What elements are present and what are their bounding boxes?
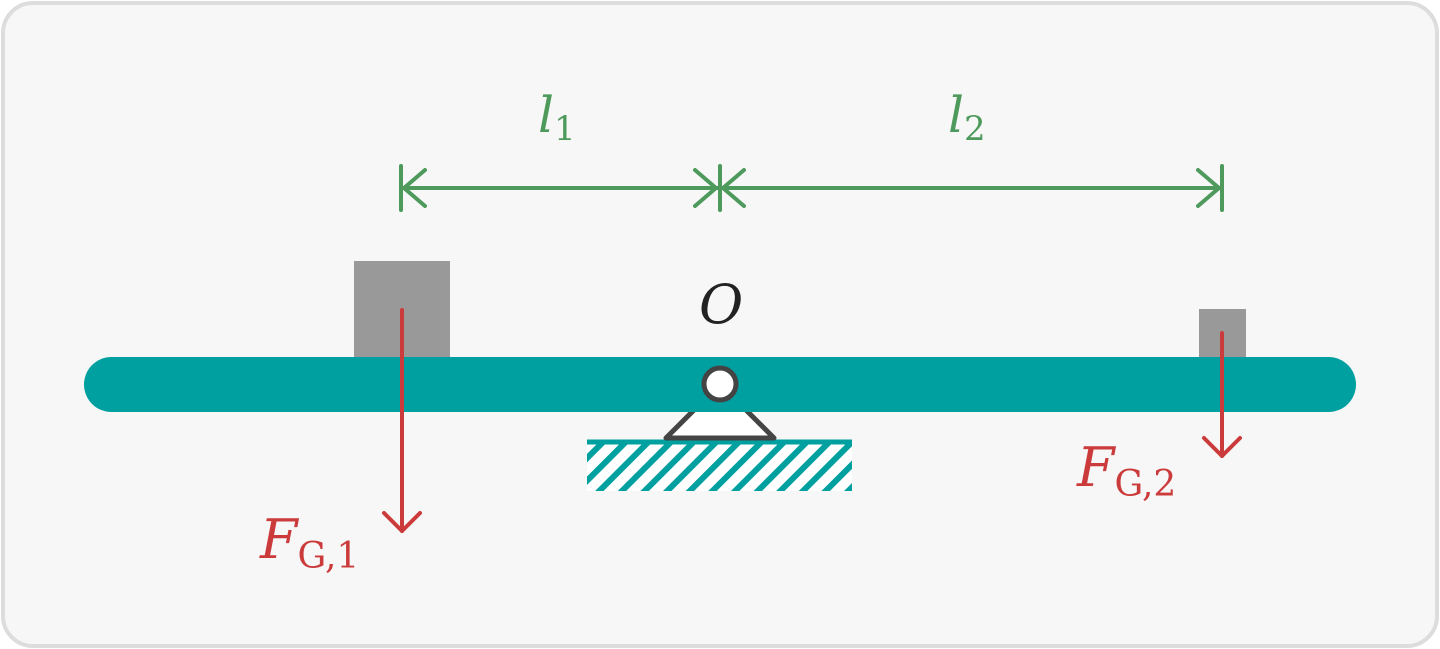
label-l2: l2 (948, 86, 986, 149)
force-label-2-main: F (1076, 436, 1117, 499)
force-label-1: FG,1 (259, 508, 359, 577)
label-l2-sub: 2 (964, 109, 986, 149)
force-label-1-sub: G,1 (297, 536, 359, 577)
ground-support (587, 439, 852, 491)
force-label-2-sub: G,2 (1114, 464, 1176, 505)
dimension-l1 (399, 164, 721, 212)
force-label-2: FG,2 (1076, 436, 1176, 505)
label-l1-sub: 1 (554, 109, 576, 149)
force-arrow-1 (382, 308, 422, 533)
label-l1: l1 (538, 86, 576, 149)
pivot-label: O (699, 273, 743, 336)
pivot-pin (701, 365, 739, 403)
dimension-l2 (718, 164, 1224, 212)
label-l2-main: l (948, 86, 964, 144)
force-arrow-2 (1202, 331, 1242, 458)
force-label-1-main: F (259, 508, 300, 571)
label-l1-main: l (538, 86, 554, 144)
